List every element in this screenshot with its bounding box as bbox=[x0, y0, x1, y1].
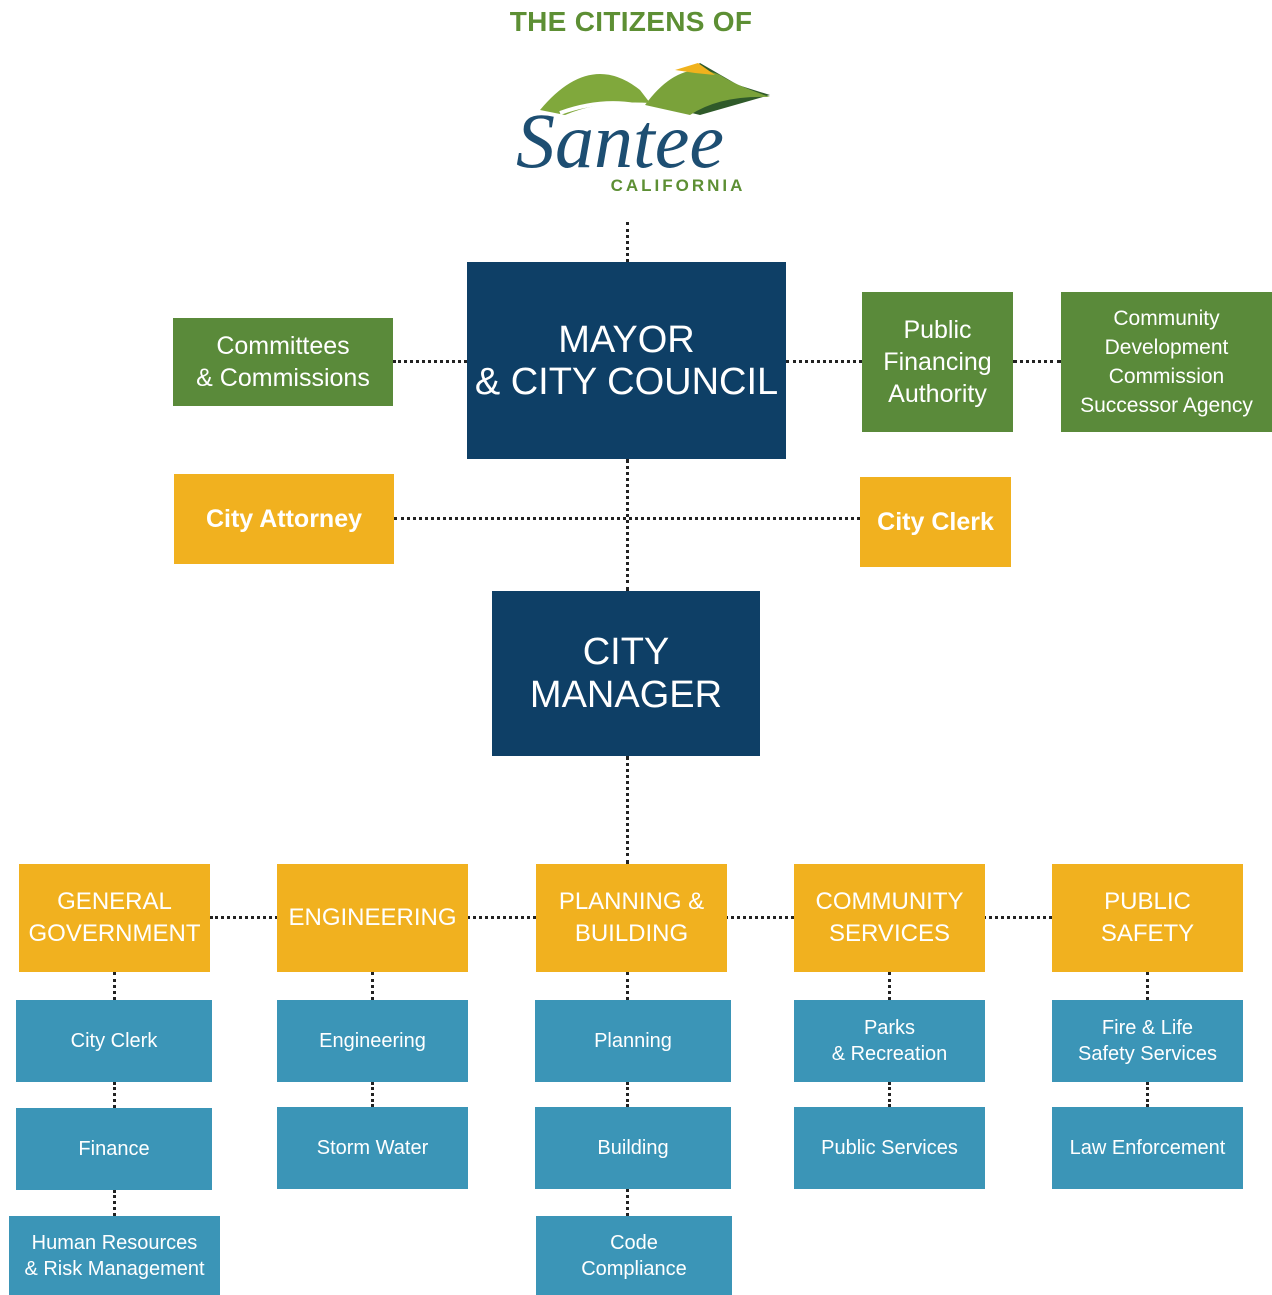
connector bbox=[626, 1082, 629, 1107]
division-box: Human Resources & Risk Management bbox=[9, 1216, 220, 1295]
connector bbox=[113, 1082, 116, 1108]
connector bbox=[1146, 1082, 1149, 1107]
community-development-commission-box: Community Development Commission Success… bbox=[1061, 292, 1272, 432]
public-financing-authority-box: Public Financing Authority bbox=[862, 292, 1013, 432]
connector bbox=[888, 1082, 891, 1107]
logo-wordmark: Santee bbox=[516, 97, 724, 184]
division-box: Code Compliance bbox=[536, 1216, 732, 1295]
connector bbox=[626, 222, 629, 262]
santee-logo: Santee CALIFORNIA bbox=[516, 63, 770, 195]
connector bbox=[371, 1082, 374, 1107]
city-manager-box: CITY MANAGER bbox=[492, 591, 760, 756]
connector bbox=[626, 1189, 629, 1216]
department-planning-building: PLANNING & BUILDING bbox=[536, 864, 727, 972]
committees-commissions-box: Committees & Commissions bbox=[173, 318, 393, 406]
city-attorney-box: City Attorney bbox=[174, 474, 394, 564]
division-box: Planning bbox=[535, 1000, 731, 1082]
connector bbox=[394, 517, 860, 520]
division-box: Engineering bbox=[277, 1000, 468, 1082]
division-box: Storm Water bbox=[277, 1107, 468, 1189]
connector bbox=[1146, 972, 1149, 1000]
division-box: City Clerk bbox=[16, 1000, 212, 1082]
connector bbox=[113, 1190, 116, 1216]
division-box: Parks & Recreation bbox=[794, 1000, 985, 1082]
connector bbox=[113, 972, 116, 1000]
division-box: Public Services bbox=[794, 1107, 985, 1189]
division-box: Fire & Life Safety Services bbox=[1052, 1000, 1243, 1082]
mayor-city-council-box: MAYOR & CITY COUNCIL bbox=[467, 262, 786, 459]
department-engineering: ENGINEERING bbox=[277, 864, 468, 972]
citizens-headline: THE CITIZENS OF bbox=[509, 6, 753, 37]
connector bbox=[626, 459, 629, 591]
connector bbox=[786, 360, 862, 363]
city-clerk-box: City Clerk bbox=[860, 477, 1011, 567]
logo-subtitle: CALIFORNIA bbox=[611, 176, 746, 195]
connector bbox=[626, 972, 629, 1000]
division-box: Finance bbox=[16, 1108, 212, 1190]
division-box: Law Enforcement bbox=[1052, 1107, 1243, 1189]
connector bbox=[888, 972, 891, 1000]
connector bbox=[626, 756, 629, 864]
department-general-government: GENERAL GOVERNMENT bbox=[19, 864, 210, 972]
connector bbox=[1013, 360, 1061, 363]
connector bbox=[393, 360, 467, 363]
division-box: Building bbox=[535, 1107, 731, 1189]
department-public-safety: PUBLIC SAFETY bbox=[1052, 864, 1243, 972]
department-community-services: COMMUNITY SERVICES bbox=[794, 864, 985, 972]
connector bbox=[371, 972, 374, 1000]
